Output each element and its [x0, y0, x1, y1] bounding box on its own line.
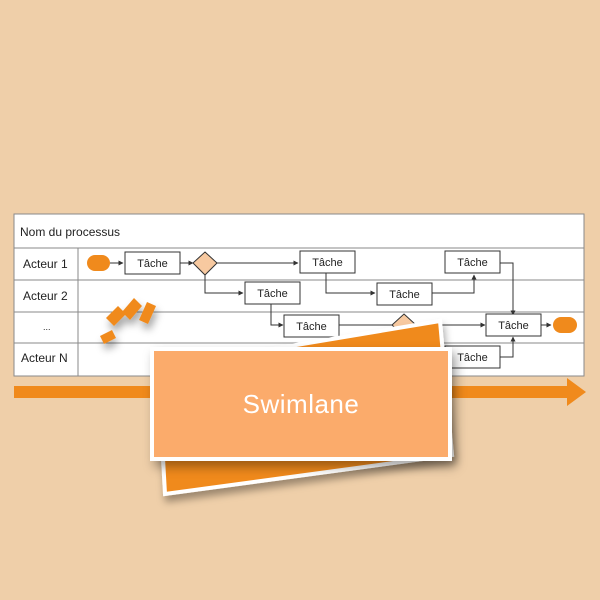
task-box: Tâche	[444, 345, 501, 369]
task-box: Tâche	[244, 281, 301, 305]
task-box: Tâche	[376, 282, 433, 306]
process-title: Nom du processus	[20, 225, 120, 239]
gateway-diamond	[192, 251, 218, 276]
svg-text:Tâche: Tâche	[312, 257, 343, 269]
task-box: Tâche	[299, 250, 356, 274]
svg-text:Tâche: Tâche	[498, 320, 529, 332]
lane-label-acteur-n: Acteur N	[21, 351, 68, 365]
task-box: Tâche	[444, 250, 501, 274]
task-box: Tâche	[283, 314, 340, 338]
svg-text:Tâche: Tâche	[137, 258, 168, 270]
end-event	[553, 317, 577, 333]
burst-decoration	[100, 298, 156, 344]
svg-text:Tâche: Tâche	[457, 257, 488, 269]
lane-label-acteur-2: Acteur 2	[23, 289, 68, 303]
svg-text:Tâche: Tâche	[296, 321, 327, 333]
timeline-arrow-head	[567, 378, 586, 406]
lane-label-ellipsis: ...	[43, 322, 51, 332]
banner-label: Swimlane	[242, 388, 360, 419]
task-box: Tâche	[124, 251, 181, 275]
start-event	[87, 255, 110, 271]
svg-text:Tâche: Tâche	[257, 288, 288, 300]
swimlane-banner: Swimlane	[150, 347, 452, 461]
connectors	[110, 260, 552, 358]
task-box: Tâche	[485, 313, 542, 337]
svg-text:Tâche: Tâche	[389, 289, 420, 301]
svg-text:Tâche: Tâche	[457, 352, 488, 364]
lane-label-acteur-1: Acteur 1	[23, 257, 68, 271]
